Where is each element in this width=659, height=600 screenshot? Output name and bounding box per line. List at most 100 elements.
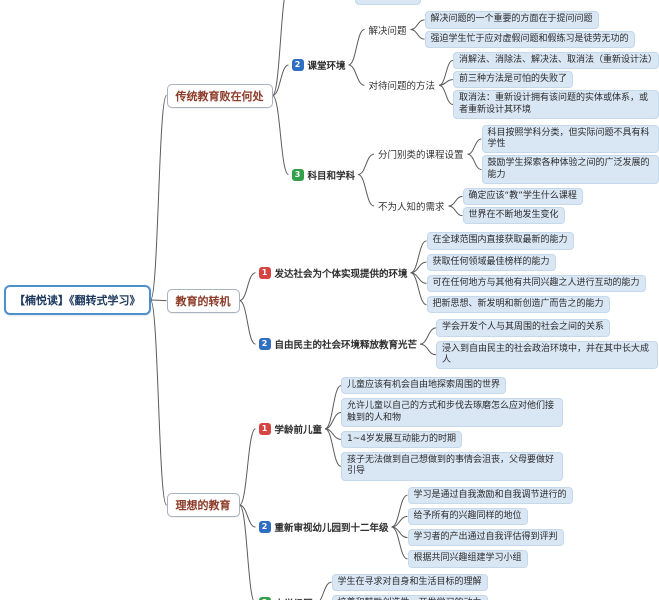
- numbered-subtopic-node[interactable]: 3 大学经历: [256, 594, 316, 600]
- mindmap-branch: 科目按照学科分类，但实际问题不具有科学性: [481, 124, 659, 154]
- subtopic-node[interactable]: 不为人知的需求: [374, 197, 449, 215]
- leaf-topic-node[interactable]: 1~4岁发展互动能力的时期: [341, 430, 463, 448]
- topic-label: 大学经历: [275, 596, 313, 600]
- leaf-topic-node[interactable]: 科目按照学科分类，但实际问题不具有科学性: [481, 124, 659, 154]
- mindmap-branch: 激发学习动力: [355, 0, 430, 6]
- topic-label: 激发学习动力: [361, 0, 415, 1]
- topic-label: 课堂环境: [307, 61, 346, 72]
- mindmap-branch: 培养和鼓励创造性，开发学习的动力: [331, 594, 488, 600]
- leaf-topic-node[interactable]: 培养和鼓励创造性，开发学习的动力: [331, 594, 488, 600]
- main-topic-node[interactable]: 教育的转机: [166, 288, 240, 313]
- topic-label: 解决问题: [368, 25, 407, 37]
- topic-label: 分门别类的课程设置: [378, 150, 464, 162]
- root-topic-node[interactable]: 【楠悦读】《翻转式学习》: [4, 285, 151, 315]
- mindmap-branch: 前三种方法是可怕的失败了: [453, 71, 659, 89]
- leaf-topic-node[interactable]: 可在任何地方与其他有共同兴趣之人进行互动的能力: [426, 274, 646, 292]
- leaf-topic-node[interactable]: 学习是通过自我激励和自我调节进行的: [407, 486, 573, 504]
- children-group: 解决问题的一个重要的方面在于提问问题强迫学生忙于应对虚假问题和假练习是徒劳无功的: [424, 11, 635, 48]
- priority-number: 2: [261, 339, 268, 349]
- mindmap-branch: 强迫学生忙于应对虚假问题和假练习是徒劳无功的: [424, 30, 635, 48]
- leaf-topic-node[interactable]: 确定应该“教”学生什么课程: [462, 187, 583, 205]
- priority-number: 2: [261, 522, 268, 531]
- topic-label: 可在任何地方与其他有共同兴趣之人进行互动的能力: [432, 277, 640, 288]
- mindmap-branch: 鼓励学生探索各种体验之间的广泛发展的能力: [481, 155, 659, 184]
- topic-label: 给予所有的兴趣同样的地位: [413, 510, 522, 521]
- topic-label: 传统教育败在何处: [175, 89, 264, 103]
- numbered-subtopic-node[interactable]: 2 自由民主的社会环境释放教育光芒: [256, 335, 421, 353]
- subtopic-node[interactable]: 解决问题: [365, 21, 411, 39]
- mindmap-branch: 确定应该“教”学生什么课程: [462, 187, 583, 205]
- mindmap-branch: 儿童应该有机会自由地探索周围的世界: [341, 377, 563, 395]
- children-group: 确定应该“教”学生什么课程世界在不断地发生变化: [462, 187, 583, 225]
- leaf-topic-node[interactable]: 浸入到自由民主的社会政治环境中，并在其中长大成人: [436, 340, 659, 369]
- topic-label: 学习是通过自我激励和自我调节进行的: [413, 489, 567, 500]
- topic-label: 1~4岁发展互动能力的时期: [347, 433, 457, 444]
- leaf-topic-node[interactable]: 鼓励学生探索各种体验之间的广泛发展的能力: [481, 155, 659, 184]
- mindmap-branch: 给予所有的兴趣同样的地位: [407, 507, 573, 525]
- subtopic-node[interactable]: 对待问题的方法: [365, 76, 440, 94]
- mindmap-branch: 1~4岁发展互动能力的时期: [341, 430, 563, 448]
- mindmap-branch: 浸入到自由民主的社会政治环境中，并在其中长大成人: [436, 340, 659, 369]
- leaf-topic-node[interactable]: 解决问题的一个重要的方面在于提问问题: [424, 11, 599, 29]
- mindmap-branch: 1教与学教与学混为一谈激发学习动力: [289, 0, 659, 6]
- leaf-topic-node[interactable]: 儿童应该有机会自由地探索周围的世界: [341, 377, 507, 395]
- mindmap-branch: 把新思想、新发明和新创造广而告之的能力: [426, 296, 646, 314]
- topic-label: 鼓励学生探索各种体验之间的广泛发展的能力: [487, 158, 650, 180]
- mindmap-branch: 孩子无法做到自己想做到的事情会沮丧，父母要做好引导: [341, 452, 564, 481]
- mindmap-branch: 对待问题的方法消解法、消除法、解决法、取消法（重新设计法） 前三种方法是可怕的失败…: [365, 51, 659, 119]
- topic-label: 重新审视幼儿园到十二年级: [274, 523, 389, 534]
- numbered-subtopic-node[interactable]: 2 重新审视幼儿园到十二年级: [256, 518, 392, 536]
- topic-label: 在全球范围内直接获取最新的能力: [432, 235, 568, 246]
- leaf-topic-node[interactable]: 获取任何领域最佳榜样的能力: [426, 253, 556, 271]
- leaf-topic-node[interactable]: 取消法：重新设计拥有该问题的实体或体系，或者重新设计其环境: [453, 90, 659, 119]
- leaf-topic-node[interactable]: 学会开发个人与其周围的社会之间的关系: [436, 319, 611, 337]
- topic-label: 自由民主的社会环境释放教育光芒: [274, 340, 418, 352]
- topic-label: 学会开发个人与其周围的社会之间的关系: [442, 322, 605, 333]
- children-group: 消解法、消除法、解决法、取消法（重新设计法） 前三种方法是可怕的失败了取消法：重新…: [453, 51, 659, 119]
- leaf-topic-node[interactable]: 强迫学生忙于应对虚假问题和假练习是徒劳无功的: [424, 30, 635, 48]
- topic-label: 根据共同兴趣组建学习小组: [413, 553, 522, 564]
- leaf-topic-node[interactable]: 在全球范围内直接获取最新的能力: [426, 232, 574, 250]
- mindmap-branch: 2 自由民主的社会环境释放教育光芒 学会开发个人与其周围的社会之间的关系浸入到自由民…: [256, 319, 659, 369]
- leaf-topic-node[interactable]: 把新思想、新发明和新创造广而告之的能力: [426, 296, 610, 314]
- children-group: 学习是通过自我激励和自我调节进行的给予所有的兴趣同样的地位学习者的产出通过自我评…: [407, 486, 573, 568]
- leaf-topic-node[interactable]: 世界在不断地发生变化: [462, 207, 565, 225]
- leaf-topic-node[interactable]: 学习者的产出通过自我评估得到评判: [407, 529, 564, 547]
- mindmap-branch: 在全球范围内直接获取最新的能力: [426, 232, 646, 250]
- topic-label: 解决问题的一个重要的方面在于提问问题: [430, 14, 593, 25]
- leaf-topic-node[interactable]: 前三种方法是可怕的失败了: [453, 71, 574, 89]
- priority-number: 3: [262, 599, 268, 600]
- topic-label: 【楠悦读】《翻转式学习》: [14, 294, 141, 307]
- topic-label: 获取任何领域最佳榜样的能力: [432, 256, 550, 267]
- priority-3-icon: 3: [258, 597, 271, 600]
- topic-label: 学习者的产出通过自我评估得到评判: [413, 532, 558, 542]
- leaf-topic-node[interactable]: 孩子无法做到自己想做到的事情会沮丧，父母要做好引导: [341, 452, 564, 481]
- leaf-topic-node[interactable]: 激发学习动力: [355, 0, 422, 6]
- mindmap-branch: 可在任何地方与其他有共同兴趣之人进行互动的能力: [426, 274, 646, 292]
- leaf-topic-node[interactable]: 根据共同兴趣组建学习小组: [407, 550, 528, 568]
- mindmap-branch: 3大学经历学生在寻求对自身和生活目标的理解培养和鼓励创造性，开发学习的动力研究生…: [256, 573, 573, 600]
- children-group: 传统教育败在何处1教与学教与学混为一谈激发学习动力2课堂环境解决问题解决问题的一…: [166, 0, 659, 600]
- main-topic-node[interactable]: 理想的教育: [166, 493, 240, 518]
- mindmap-branch: 学习是通过自我激励和自我调节进行的: [407, 486, 573, 504]
- leaf-topic-node[interactable]: 消解法、消除法、解决法、取消法（重新设计法）: [453, 51, 659, 69]
- topic-label: 不为人知的需求: [378, 202, 445, 213]
- mindmap-branch: 学生在寻求对自身和生活目标的理解: [331, 573, 488, 591]
- mindmap-branch: 学习者的产出通过自我评估得到评判: [407, 529, 573, 547]
- children-group: 学生在寻求对自身和生活目标的理解培养和鼓励创造性，开发学习的动力研究生教育应该培…: [331, 573, 488, 600]
- topic-label: 学生在寻求对自身和生活目标的理解: [337, 576, 482, 587]
- topic-label: 孩子无法做到自己想做到的事情会沮丧，父母要做好引导: [347, 455, 555, 477]
- main-topic-node[interactable]: 传统教育败在何处: [166, 83, 273, 108]
- leaf-topic-node[interactable]: 给予所有的兴趣同样的地位: [407, 507, 528, 525]
- leaf-topic-node[interactable]: 学生在寻求对自身和生活目标的理解: [331, 573, 488, 591]
- leaf-topic-node[interactable]: 允许儿童以自己的方式和步伐去琢磨怎么应对他们接触到的人和物: [341, 398, 564, 427]
- subtopic-node[interactable]: 分门别类的课程设置: [374, 145, 468, 163]
